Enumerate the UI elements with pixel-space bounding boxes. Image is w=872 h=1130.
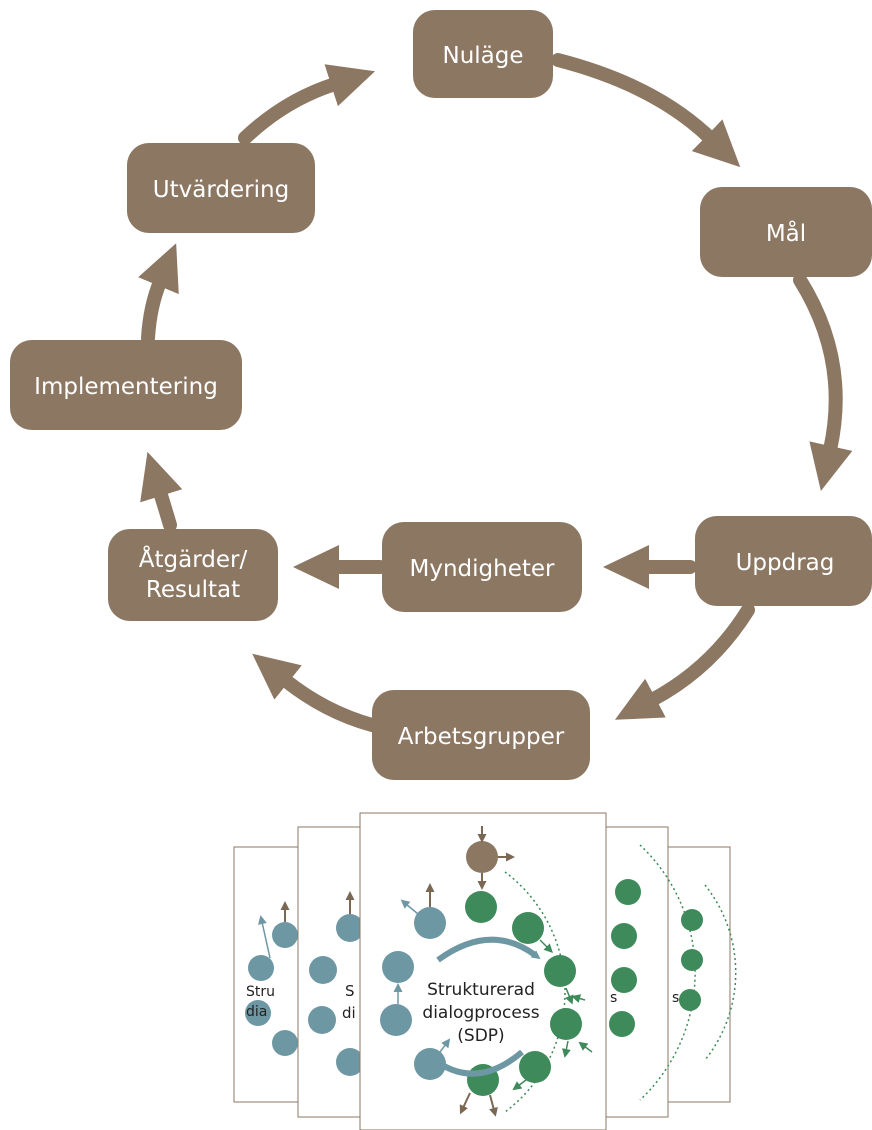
arrow-utvardering-to-nulage (238, 64, 375, 145)
svg-text:Strukturerad: Strukturerad (427, 980, 535, 1000)
svg-text:Utvärdering: Utvärdering (153, 177, 289, 203)
arrow-arbetsgrupper-to-atgarder (252, 653, 379, 732)
svg-text:dialogprocess: dialogprocess (422, 1003, 539, 1023)
thumbnail-page-right-middle: s (605, 826, 696, 1118)
sdp-thumbnail-stack: s Stru dia s (233, 812, 737, 1130)
arrow-mal-to-uppdrag (793, 273, 853, 492)
svg-text:dia: dia (246, 1004, 267, 1020)
svg-text:(SDP): (SDP) (457, 1026, 504, 1046)
svg-text:S: S (345, 982, 355, 1000)
arrow-uppdrag-to-arbetsgrupper (614, 603, 755, 720)
svg-text:s: s (672, 990, 679, 1006)
thumbnail-page-left-middle: S di (297, 826, 364, 1118)
node-arbetsgrupper: Arbetsgrupper (372, 690, 590, 780)
svg-text:Myndigheter: Myndigheter (410, 556, 556, 582)
node-uppdrag: Uppdrag (695, 516, 872, 606)
svg-text:Stru: Stru (246, 984, 275, 1000)
svg-text:Implementering: Implementering (34, 374, 218, 400)
arrow-implementering-to-utvardering (138, 243, 179, 345)
arrow-nulage-to-mal (551, 53, 741, 168)
node-utvardering: Utvärdering (127, 143, 315, 233)
svg-text:Mål: Mål (766, 219, 806, 247)
node-nulage: Nuläge (413, 10, 553, 98)
thumbnail-page-right-back: s (667, 846, 737, 1103)
node-myndigheter: Myndigheter (382, 522, 582, 612)
thumbnail-page-front: Strukturerad dialogprocess (SDP) (359, 812, 607, 1130)
svg-text:s: s (610, 990, 617, 1006)
thumbnail-brown-node (466, 841, 498, 873)
svg-text:di: di (342, 1004, 356, 1022)
svg-text:Åtgärder/: Åtgärder/ (139, 545, 248, 573)
node-implementering: Implementering (10, 340, 242, 430)
node-atgarder-resultat: Åtgärder/ Resultat (108, 529, 278, 621)
thumbnail-page-left-back: Stru dia (233, 846, 303, 1103)
arrow-atgarder-to-implementering (140, 451, 183, 532)
svg-text:Nuläge: Nuläge (442, 43, 523, 69)
svg-text:Resultat: Resultat (146, 577, 240, 603)
thumbnail-blue-nodes (380, 907, 446, 1080)
node-mal: Mål (700, 187, 872, 277)
svg-text:Arbetsgrupper: Arbetsgrupper (398, 724, 565, 750)
svg-text:Uppdrag: Uppdrag (736, 550, 835, 576)
